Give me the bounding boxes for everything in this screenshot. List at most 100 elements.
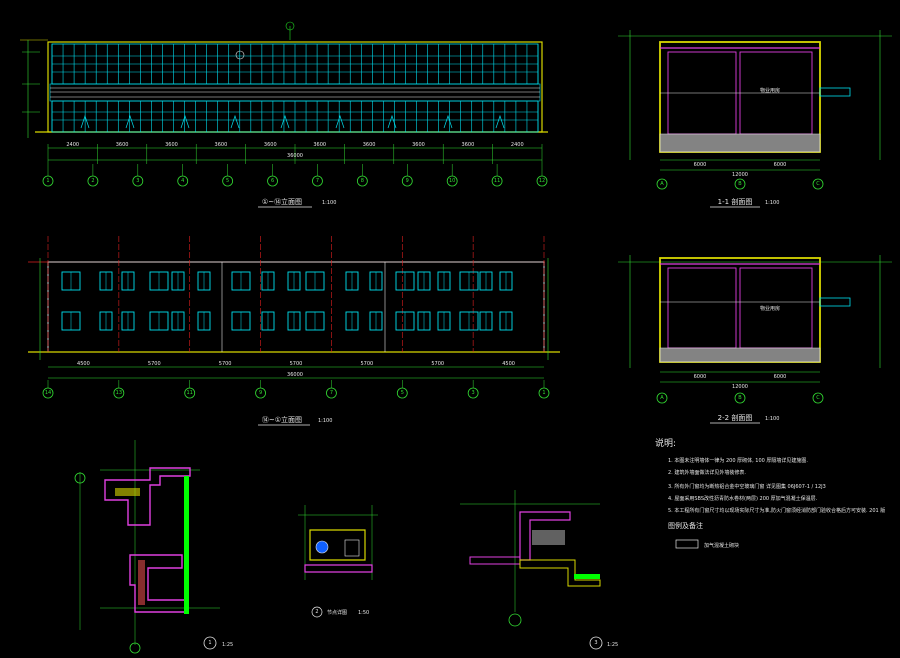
section1-total: 12000 xyxy=(732,172,748,178)
dim-value: 5700 xyxy=(360,361,373,367)
section1-room-label: 物业用房 xyxy=(760,87,780,94)
facade-emblem xyxy=(235,50,245,60)
legend-heading: 图例及备注 xyxy=(668,521,703,530)
axis-bubble xyxy=(184,387,196,399)
axis-label: A xyxy=(660,395,664,401)
dim-value: 5700 xyxy=(290,361,303,367)
section1-title: 1-1 剖面图 xyxy=(718,197,753,206)
axis-label: 9 xyxy=(259,390,262,396)
detail-scale: 1:50 xyxy=(358,610,369,616)
axis-bubble xyxy=(356,175,368,187)
dim-value: 4500 xyxy=(77,361,90,367)
dim-value: 3600 xyxy=(264,142,277,148)
axis-label: 7 xyxy=(330,390,333,396)
axis-bubble xyxy=(508,613,522,627)
pit-base xyxy=(304,564,373,573)
detail-number: 2 xyxy=(315,609,318,615)
front-dim-ticks xyxy=(47,144,543,164)
curtain-mullion-grid xyxy=(51,44,539,132)
section2-dim-a: 6000 xyxy=(694,374,707,380)
sill-insulation xyxy=(138,560,145,605)
axis-bubble xyxy=(132,175,144,187)
legend-item: 加气混凝土砌块 xyxy=(704,542,739,549)
axis-bubble xyxy=(446,175,458,187)
detail-1: 1 1:25 xyxy=(74,440,233,654)
axis-bubble xyxy=(656,178,668,190)
dim-value: 4500 xyxy=(502,361,515,367)
axis-bubble xyxy=(74,472,86,484)
axis-label: 11 xyxy=(494,178,500,184)
axis-label: 9 xyxy=(406,178,409,184)
canopy xyxy=(819,297,851,307)
axis-label: A xyxy=(660,181,664,187)
detail-number: 1 xyxy=(208,640,211,646)
note-4: 4. 屋面采用SBS改性沥青防水卷材(两层) 200 厚加气混凝土保温层. xyxy=(668,495,818,502)
dim-value: 3600 xyxy=(363,142,376,148)
rear-windows xyxy=(61,271,513,331)
dim-value: 3600 xyxy=(462,142,475,148)
door-swing xyxy=(443,114,453,129)
canopy xyxy=(819,87,851,97)
axis-label: 14 xyxy=(45,390,51,396)
section2-room-label: 物业用房 xyxy=(760,305,780,312)
notes-heading: 说明: xyxy=(655,437,676,449)
axis-bubble xyxy=(312,175,323,187)
axis-label: 3 xyxy=(472,390,475,396)
dim-value: 2400 xyxy=(66,142,79,148)
detail-2: 2 节点详图 1:50 xyxy=(298,505,378,618)
dim-value: 5700 xyxy=(431,361,444,367)
dim-value: 3600 xyxy=(215,142,228,148)
rear-axis-red-lines xyxy=(47,236,545,352)
rear-elevation-title: ⑭~①立面图 xyxy=(262,415,302,424)
edge-trim xyxy=(574,574,600,579)
detail-scale: 1:25 xyxy=(607,642,618,648)
door-swing xyxy=(280,114,290,129)
foundation-fill xyxy=(659,347,821,363)
section1-dim-a: 6000 xyxy=(694,162,707,168)
dim-value: 3600 xyxy=(412,142,425,148)
door-swing xyxy=(125,114,135,129)
legend-swatch xyxy=(675,539,699,549)
axis-bubble xyxy=(255,387,266,399)
axis-label: 1 xyxy=(46,178,49,184)
detail-number: 3 xyxy=(594,640,597,646)
pit-outline xyxy=(309,529,366,561)
detail-bubble xyxy=(203,636,217,650)
front-elevation-title: ①~⑭立面图 xyxy=(262,197,302,206)
door-swing xyxy=(387,114,397,129)
axis-label: 4 xyxy=(181,178,184,184)
section2-dim-b: 6000 xyxy=(774,374,787,380)
dim-value: 2400 xyxy=(511,142,524,148)
equipment-block xyxy=(344,539,360,557)
axis-bubble xyxy=(536,175,548,187)
front-total-dim: 36000 xyxy=(287,153,303,159)
note-3: 3. 所有外门窗均为断热铝合金中空玻璃门窗 详见图集 06J607-1 / 12… xyxy=(668,483,826,490)
axis-label: 12 xyxy=(539,178,545,184)
axis-bubble xyxy=(491,175,503,187)
axis-label: 2 xyxy=(91,178,94,184)
glazing-section xyxy=(184,476,189,614)
note-1: 1. 本图未注明墙体一律为 200 厚砌体, 100 厚隔墙详见建施图. xyxy=(668,457,808,464)
parapet-section xyxy=(104,467,191,526)
door-swing xyxy=(495,114,505,129)
axis-label: 13 xyxy=(116,390,122,396)
axis-label: 6 xyxy=(271,178,274,184)
axis-bubble xyxy=(538,387,550,399)
detail-bubble xyxy=(589,636,603,650)
door-swing xyxy=(180,114,190,129)
section2-title: 2-2 剖面图 xyxy=(718,413,753,422)
note-2: 2. 建筑外墙面做法详见外墙装修表. xyxy=(668,469,746,476)
section1-dim-b: 6000 xyxy=(774,162,787,168)
axis-bubble xyxy=(42,175,54,187)
axis-bubble xyxy=(42,387,54,399)
axis-label: C xyxy=(816,395,820,401)
design-notes: 说明: 1. 本图未注明墙体一律为 200 厚砌体, 100 厚隔墙详见建施图.… xyxy=(655,437,885,549)
